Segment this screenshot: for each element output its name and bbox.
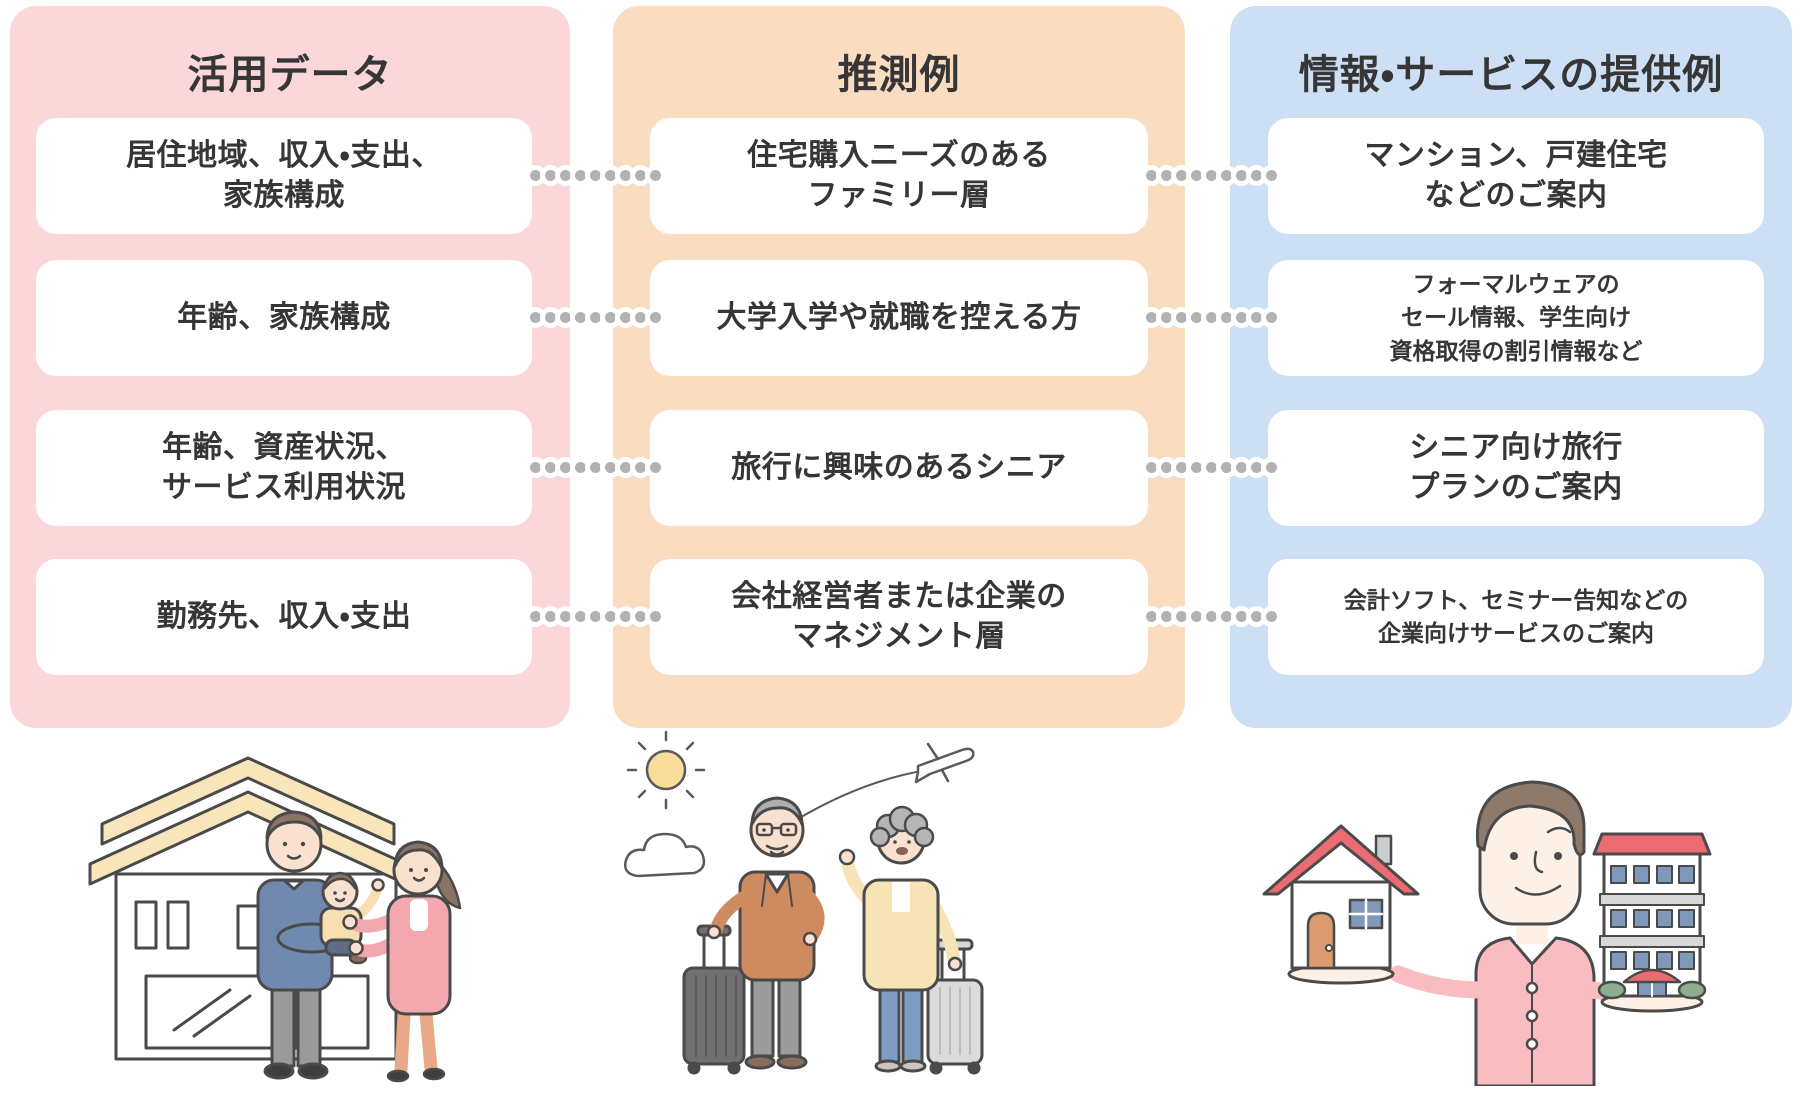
connector-dots-row1-left — [530, 170, 661, 181]
senior-travelers-illustration — [624, 730, 984, 1075]
inference-item-1: 住宅購入ニーズのある ファミリー層 — [650, 118, 1148, 234]
panel-inference-header: 推測例 — [837, 53, 961, 97]
panel-services-header: 情報・サービスの提供例 — [1298, 53, 1724, 97]
inference-item-2: 大学入学や就職を控える方 — [650, 260, 1148, 376]
data-used-item-3: 年齢、資産状況、 サービス利用状況 — [36, 410, 532, 526]
service-item-4: 会計ソフト、セミナー告知などの 企業向けサービスのご案内 — [1268, 559, 1764, 675]
panel-data-used: 活用データ 居住地域、収入・支出、 家族構成 年齢、家族構成 年齢、資産状況、 … — [10, 6, 570, 728]
data-used-item-4: 勤務先、収入・支出 — [36, 559, 532, 675]
connector-dots-row3-left — [530, 462, 661, 473]
inference-item-3: 旅行に興味のあるシニア — [650, 410, 1148, 526]
man-holding-properties-illustration — [1262, 780, 1712, 1086]
service-item-2: フォーマルウェアの セール情報、学生向け 資格取得の割引情報など — [1268, 260, 1764, 376]
panel-inference: 推測例 住宅購入ニーズのある ファミリー層 大学入学や就職を控える方 旅行に興味… — [613, 6, 1185, 728]
data-used-item-2: 年齢、家族構成 — [36, 260, 532, 376]
connector-dots-row2-right — [1146, 312, 1277, 323]
panel-services: 情報・サービスの提供例 マンション、戸建住宅 などのご案内 フォーマルウェアの … — [1230, 6, 1792, 728]
connector-dots-row4-left — [530, 611, 661, 622]
inference-item-4: 会社経営者または企業の マネジメント層 — [650, 559, 1148, 675]
panel-data-used-header: 活用データ — [187, 53, 393, 97]
connector-dots-row3-right — [1146, 462, 1277, 473]
connector-dots-row1-right — [1146, 170, 1277, 181]
connector-dots-row2-left — [530, 312, 661, 323]
family-with-home-illustration — [88, 756, 462, 1083]
service-item-3: シニア向け旅行 プランのご案内 — [1268, 410, 1764, 526]
service-item-1: マンション、戸建住宅 などのご案内 — [1268, 118, 1764, 234]
data-used-item-1: 居住地域、収入・支出、 家族構成 — [36, 118, 532, 234]
connector-dots-row4-right — [1146, 611, 1277, 622]
